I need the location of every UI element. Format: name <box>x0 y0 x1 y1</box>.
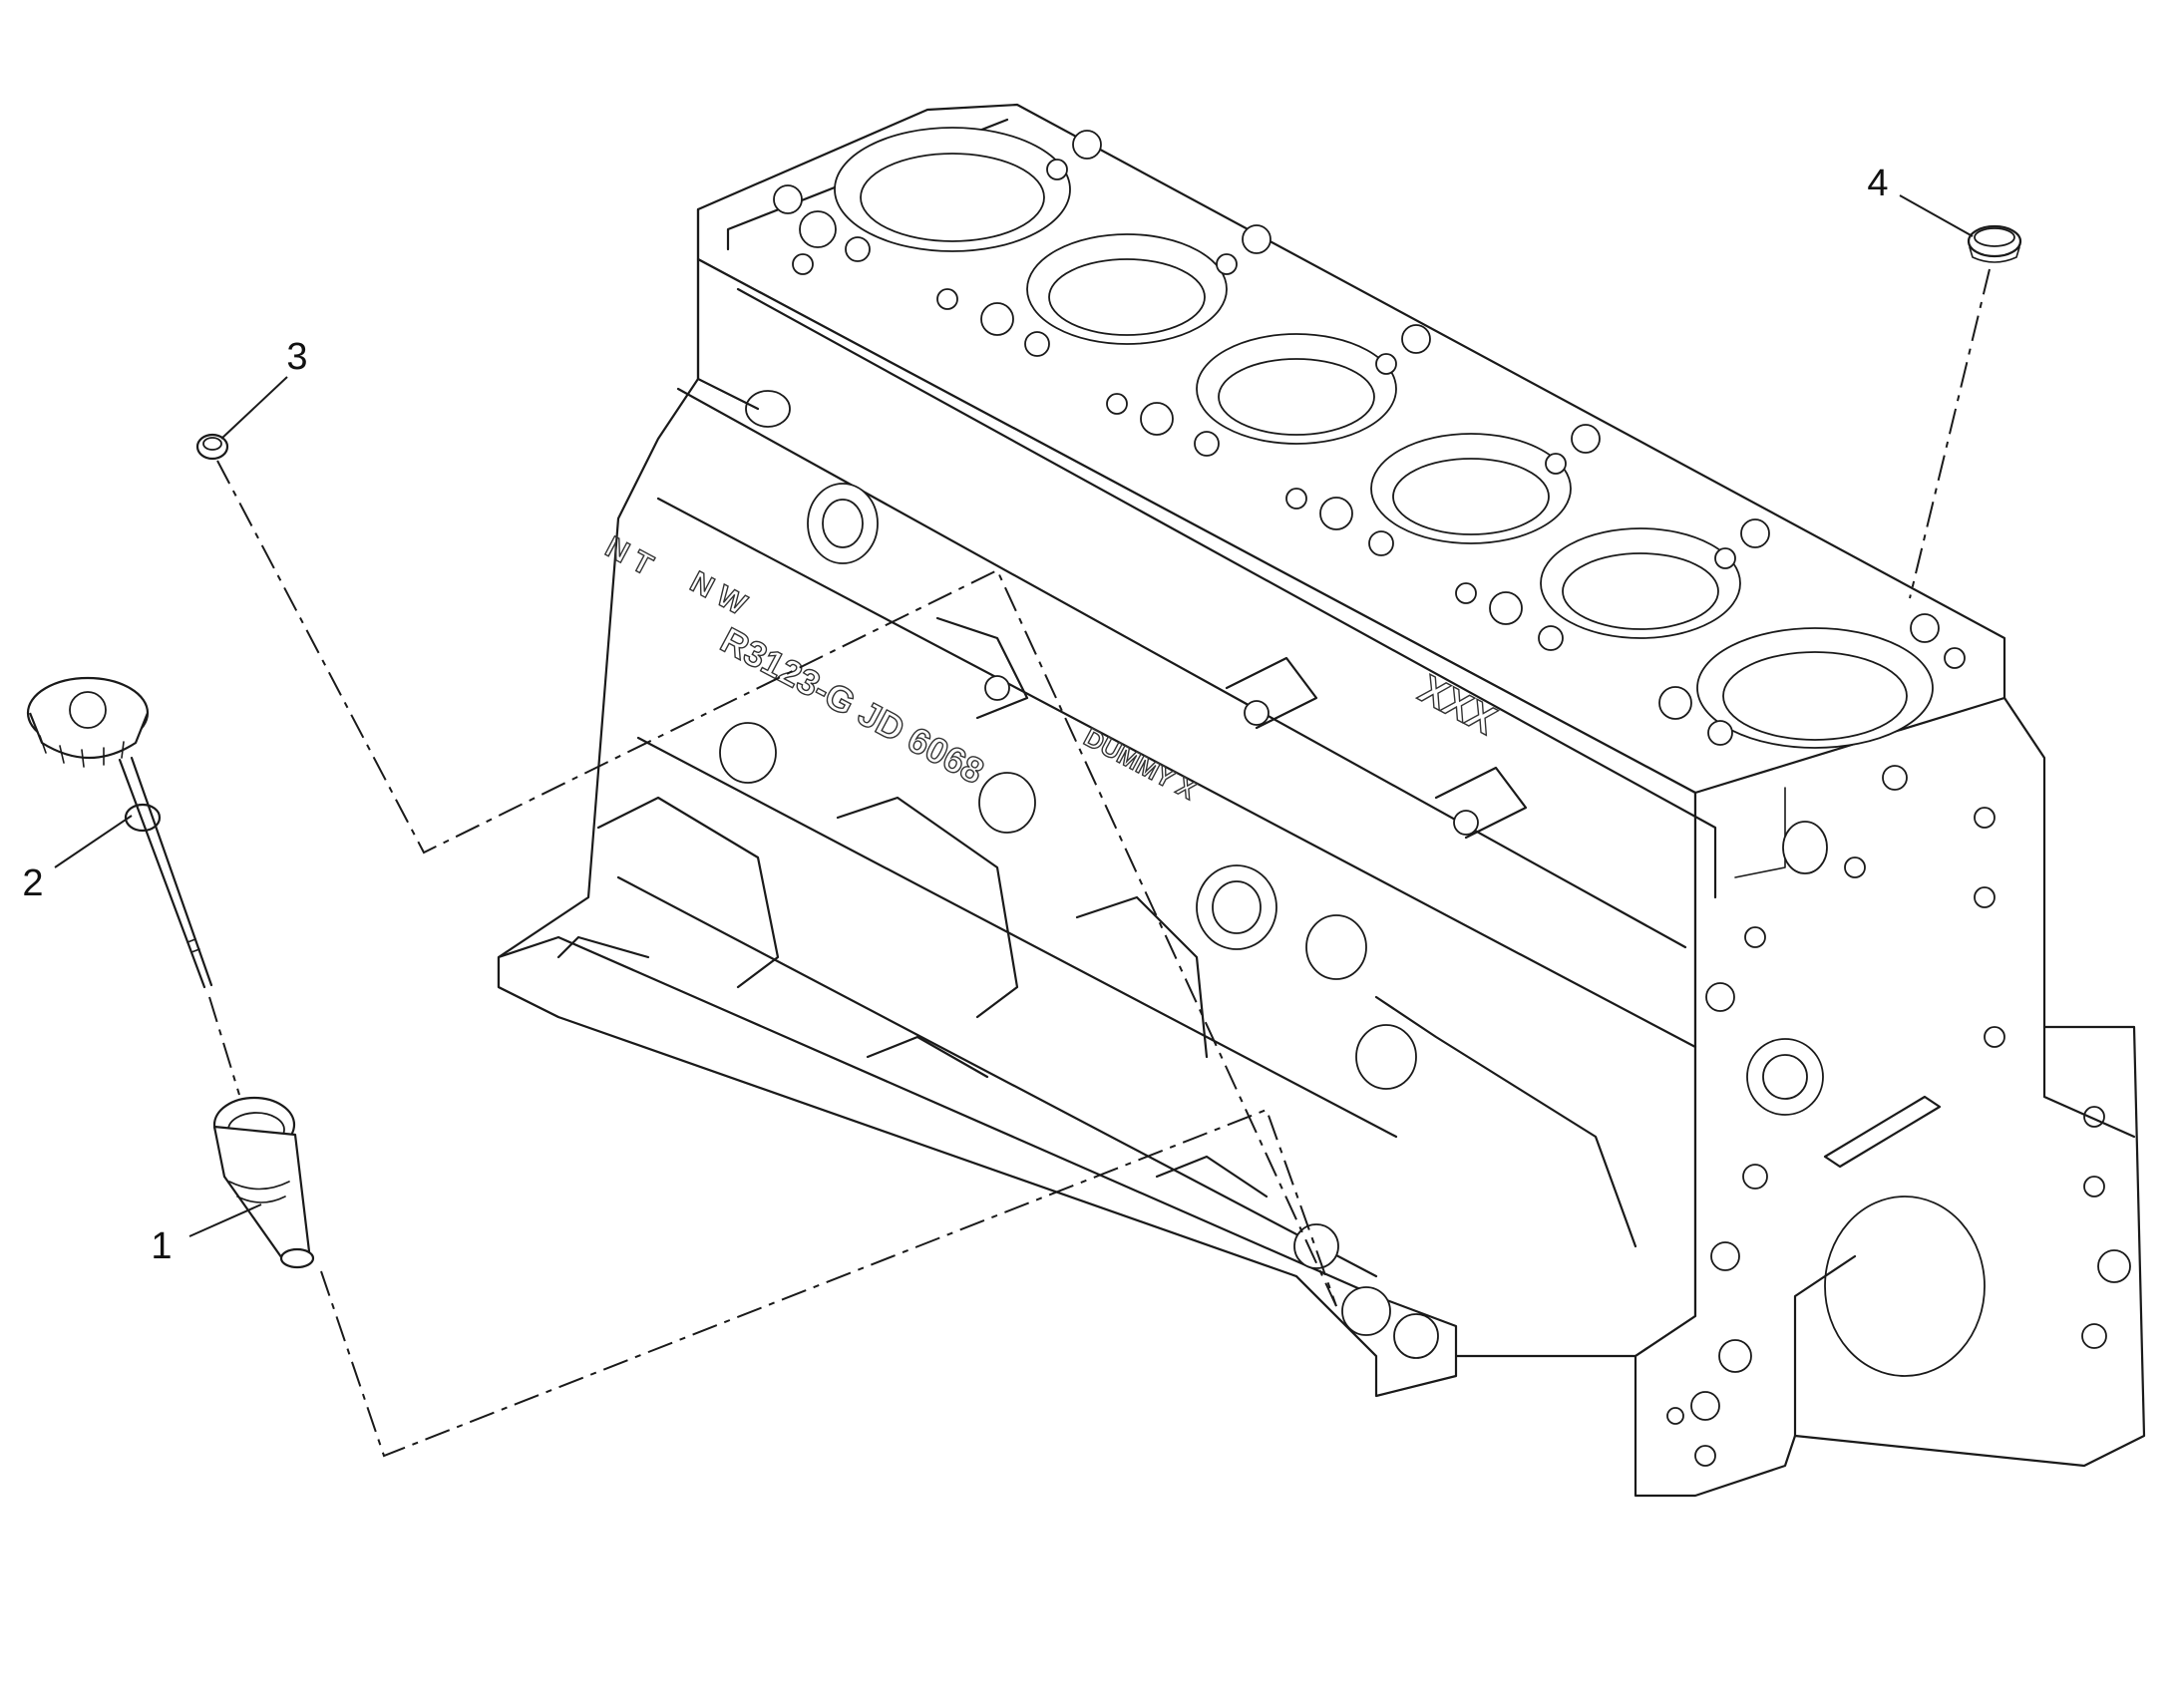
block-end-face-details <box>1666 807 2136 1467</box>
callout-3: 3 <box>286 336 307 378</box>
part-4-ring <box>1967 224 2022 263</box>
assembly-line-part-4 <box>1909 268 1991 599</box>
part-1-dipstick-tube <box>212 1096 315 1269</box>
assembly-lines <box>208 268 1991 1458</box>
callout-1: 1 <box>151 1225 172 1267</box>
block-side-details <box>556 257 1637 1359</box>
engine-block: N T N W R3123-G JD 6068 DUMMY X XXX <box>497 103 2146 1498</box>
deck-holes <box>773 130 1966 791</box>
assembly-line-part-1 <box>320 1108 1337 1458</box>
callout-2: 2 <box>22 862 43 904</box>
cylinder-bores <box>834 127 1934 749</box>
part-3-plug <box>195 433 229 461</box>
block-oil-pan-rail <box>497 935 1458 1398</box>
assembly-line-part-3 <box>216 460 1337 1307</box>
assembly-line-part-2 <box>208 996 240 1096</box>
callouts: 1 2 3 4 <box>22 163 1974 1267</box>
part-2-dipstick <box>26 676 213 989</box>
callout-4: 4 <box>1867 163 1888 204</box>
block-end-face <box>1634 696 2146 1498</box>
